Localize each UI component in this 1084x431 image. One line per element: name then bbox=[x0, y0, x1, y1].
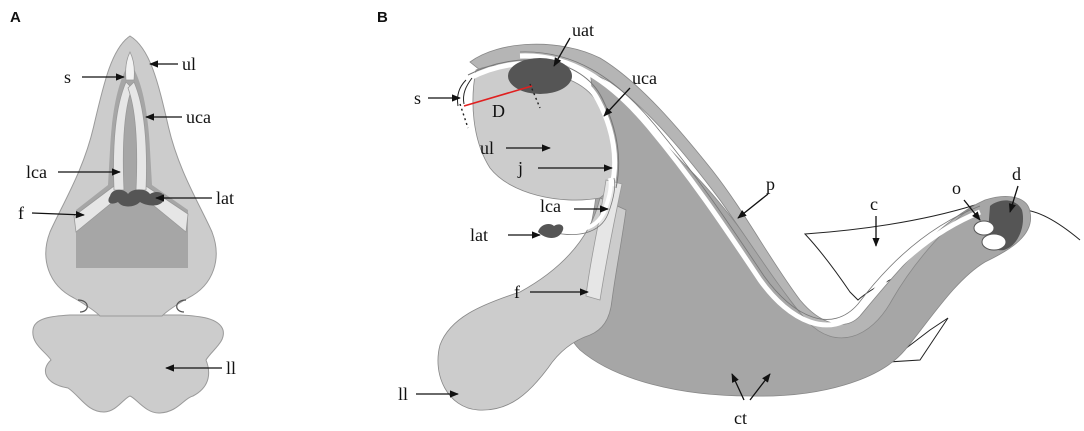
label-b-D: D bbox=[492, 101, 505, 121]
label-b-uat: uat bbox=[572, 20, 594, 40]
arrow-b-p bbox=[737, 193, 769, 219]
inner-cavity-a bbox=[76, 62, 188, 268]
label-b-p: p bbox=[766, 174, 775, 194]
arrow-b-uat bbox=[553, 37, 571, 67]
dotted-guide-1-b bbox=[459, 103, 469, 129]
ocellus-2-b bbox=[981, 233, 1007, 251]
lower-lip-b bbox=[437, 197, 627, 411]
label-a-lca: lca bbox=[26, 162, 47, 182]
lower-lip-a bbox=[32, 314, 224, 414]
label-a-f: f bbox=[18, 203, 24, 223]
label-a-s: s bbox=[64, 67, 71, 87]
label-b-uca: uca bbox=[632, 68, 657, 88]
label-a-lat: lat bbox=[216, 188, 234, 208]
label-b-d: d bbox=[1012, 164, 1021, 184]
label-a-ul: ul bbox=[182, 54, 196, 74]
panel-b: B bbox=[377, 9, 1081, 428]
lower-articulation-b bbox=[538, 224, 564, 238]
label-b-ll: ll bbox=[398, 384, 408, 404]
panel-a: A s ul uca lca lat f ll bbox=[10, 9, 236, 414]
label-b-s: s bbox=[414, 88, 421, 108]
upper-cartilage-edge-b bbox=[467, 59, 620, 189]
panel-b-letter: B bbox=[377, 9, 388, 26]
upper-cartilage-b bbox=[468, 61, 618, 187]
arrow-b-o bbox=[963, 199, 981, 221]
label-b-lca: lca bbox=[540, 196, 561, 216]
lower-cartilage-edge-b bbox=[551, 177, 616, 235]
notch-left-a bbox=[77, 299, 88, 313]
style-b2 bbox=[463, 77, 473, 105]
notch-right-a bbox=[176, 299, 187, 313]
label-b-o: o bbox=[952, 178, 961, 198]
label-b-c: c bbox=[870, 194, 878, 214]
ocellus-1-b bbox=[973, 220, 995, 236]
upper-articulation-b bbox=[508, 58, 572, 94]
upper-cartilage-left-a bbox=[113, 81, 133, 191]
inner-tract-b bbox=[519, 53, 981, 328]
arrow-b-d bbox=[1008, 185, 1019, 213]
style-a bbox=[125, 51, 135, 81]
dorsal-band-b bbox=[469, 43, 976, 339]
label-b-j: j bbox=[517, 158, 523, 178]
dotted-guide-2-b bbox=[529, 83, 541, 109]
measure-line-D bbox=[463, 85, 533, 107]
body-ct-b bbox=[563, 69, 1031, 397]
label-b-lat: lat bbox=[470, 225, 488, 245]
panel-a-letter: A bbox=[10, 9, 21, 26]
arrow-b-uca bbox=[603, 87, 631, 117]
label-a-uca: uca bbox=[186, 107, 211, 127]
inner-tract-edge-b bbox=[519, 51, 981, 320]
lower-articulation-a bbox=[108, 189, 165, 207]
label-b-ct: ct bbox=[734, 408, 747, 428]
style-b bbox=[457, 79, 467, 107]
arrow-b-ct-2 bbox=[749, 373, 771, 401]
label-a-ll: ll bbox=[226, 358, 236, 378]
arrow-a-f bbox=[31, 211, 85, 219]
arrow-b-ct-1 bbox=[731, 373, 745, 401]
label-b-f: f bbox=[514, 282, 520, 302]
label-b-ul: ul bbox=[480, 138, 494, 158]
